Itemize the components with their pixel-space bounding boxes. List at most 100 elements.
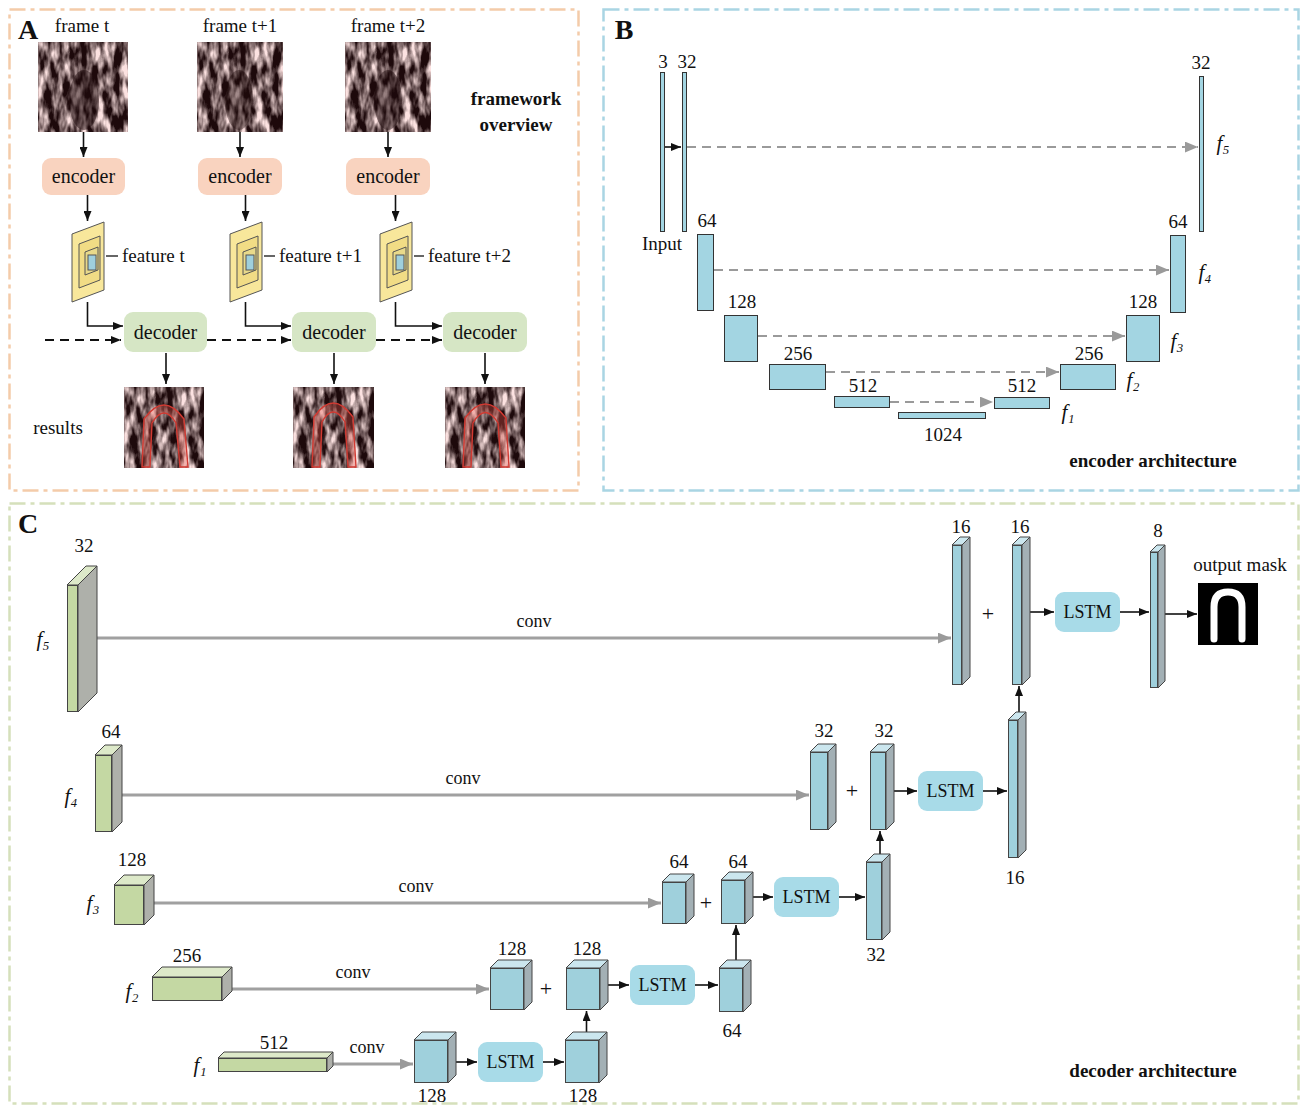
block-depth <box>218 1058 327 1072</box>
size-label: 32 <box>815 720 834 742</box>
block-depth <box>719 968 743 1012</box>
decoder-block: 16 <box>1012 545 1022 685</box>
feature-block: 512f₁ <box>218 1058 327 1072</box>
feature-block: 128f₃ <box>114 885 144 925</box>
frame-speckle <box>38 42 128 132</box>
box-label: LSTM <box>1063 602 1111 623</box>
connector-arrow <box>1165 613 1197 615</box>
edge-label: conv <box>336 962 371 983</box>
size-label: 64 <box>670 851 689 873</box>
box-label: LSTM <box>638 975 686 996</box>
size-label: 64 <box>1169 211 1188 233</box>
feature-block: 64f₄ <box>95 755 112 832</box>
size-label: feature t+1 <box>279 245 362 267</box>
edge-label: conv <box>399 876 434 897</box>
lstm-box: LSTM <box>630 965 695 1005</box>
echo-frame <box>38 42 128 132</box>
size-label: 8 <box>1153 520 1163 542</box>
size-label: 128 <box>418 1085 447 1107</box>
feature-icon <box>72 222 118 302</box>
connector-arrow <box>839 896 865 898</box>
caption: decoder architecture <box>1069 1060 1236 1082</box>
connector-arrow <box>687 146 1198 148</box>
frame-ground <box>197 42 283 132</box>
encoder-box: encoder <box>198 158 282 195</box>
size-label: frame t+2 <box>351 15 426 37</box>
encoder-box: encoder <box>42 158 125 195</box>
panel-frame: C32f₅64f₄128f₃256f₂512f₁1616LSTM8output … <box>8 502 1300 1105</box>
layer-block: 3Input <box>660 72 665 232</box>
decoder-block: 128 <box>566 968 600 1010</box>
box-label: encoder <box>52 165 115 188</box>
connector-arrow <box>758 335 1125 337</box>
block-depth <box>566 968 600 1010</box>
decoder-box: decoder <box>443 312 527 352</box>
block-depth <box>1012 545 1022 685</box>
connector-arrow <box>122 794 809 797</box>
connector-arrow <box>735 925 737 960</box>
box-label: decoder <box>453 321 516 344</box>
feature-name: f₁ <box>1061 400 1074 425</box>
edge-label: conv <box>350 1037 385 1058</box>
lstm-box: LSTM <box>1055 592 1120 632</box>
size-label: 512 <box>260 1032 289 1054</box>
box-label: encoder <box>356 165 419 188</box>
size-label: feature t <box>122 245 185 267</box>
annotation: results <box>33 417 83 439</box>
block-depth <box>1150 552 1158 688</box>
feature-name: f₄ <box>1198 260 1211 285</box>
feature-icon <box>230 222 275 302</box>
echo-frame <box>345 42 431 132</box>
decoder-block: 128 <box>565 1040 599 1083</box>
frame-cavity <box>225 70 253 130</box>
caption: framework overview <box>451 86 581 137</box>
layer-block: 1024 <box>898 412 986 419</box>
block-depth <box>662 882 686 924</box>
connector-arrow <box>714 269 1169 271</box>
box-label: LSTM <box>926 781 974 802</box>
connector-arrow <box>879 831 881 854</box>
caption: encoder architecture <box>1069 450 1236 472</box>
feature-map: feature t <box>70 222 105 302</box>
size-label: feature t+2 <box>428 245 511 267</box>
size-label: 512 <box>849 375 878 397</box>
mask-image: output mask <box>1198 583 1258 645</box>
layer-block: 256 <box>769 364 826 390</box>
connector-arrow <box>207 339 291 341</box>
block-depth <box>721 880 745 924</box>
size-label: 128 <box>498 938 527 960</box>
plus-sign: + <box>540 976 552 1002</box>
block-depth <box>810 752 828 830</box>
result-frame <box>445 387 525 468</box>
frame-speckle <box>197 42 283 132</box>
size-label: 32 <box>875 720 894 742</box>
connector-arrow <box>826 371 1059 373</box>
decoder-block: 32 <box>810 752 828 830</box>
plus-sign: + <box>700 890 712 916</box>
result-frame <box>124 387 204 468</box>
connector-arrow <box>97 637 951 640</box>
connector-arrow <box>890 401 993 403</box>
box-label: decoder <box>134 321 197 344</box>
connector-arrow <box>396 302 443 326</box>
frame-ground <box>38 42 128 132</box>
size-label: 128 <box>118 849 147 871</box>
panel-letter: A <box>18 14 38 46</box>
decoder-box: decoder <box>292 312 376 352</box>
decoder-block: 64 <box>662 882 686 924</box>
connector-arrow <box>239 132 241 157</box>
size-label: 16 <box>1006 867 1025 889</box>
connector-arrow <box>88 302 124 326</box>
result-arrow <box>333 353 335 384</box>
frame-image: frame t <box>38 42 128 132</box>
mask-picture <box>1198 583 1258 645</box>
connector-arrow <box>608 984 629 986</box>
layer-block: 32 <box>682 72 687 232</box>
connector-arrow <box>245 195 247 221</box>
decoder-block: 64 <box>719 968 743 1012</box>
plus-sign: + <box>846 778 858 804</box>
feature-map: feature t+2 <box>378 222 413 302</box>
